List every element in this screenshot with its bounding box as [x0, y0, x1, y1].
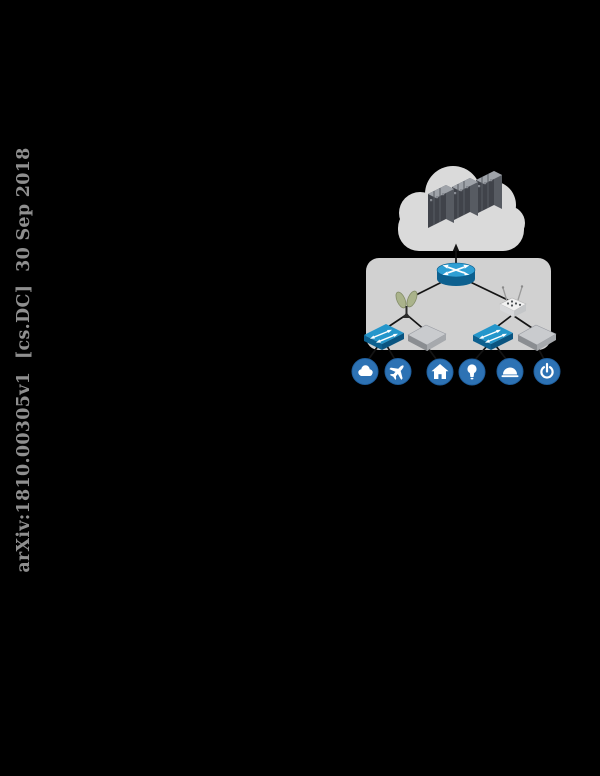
power-icon	[533, 358, 561, 385]
network-diagram	[350, 155, 570, 395]
airplane-icon	[384, 358, 412, 385]
router	[436, 262, 476, 286]
edge-network-panel	[366, 258, 551, 350]
home-icon	[426, 358, 454, 386]
camera-dome-icon	[496, 358, 524, 385]
antenna-base-station	[395, 290, 418, 318]
arxiv-watermark: arXiv:1810.00305v1 [cs.DC] 30 Sep 2018	[14, 147, 34, 573]
cloud-icon	[351, 358, 379, 385]
endpoint-icons	[351, 358, 561, 386]
network-diagram-svg	[351, 166, 561, 386]
router-arrows-icon	[442, 264, 470, 276]
lightbulb-icon	[458, 358, 486, 386]
wireless-access-point	[499, 285, 527, 317]
